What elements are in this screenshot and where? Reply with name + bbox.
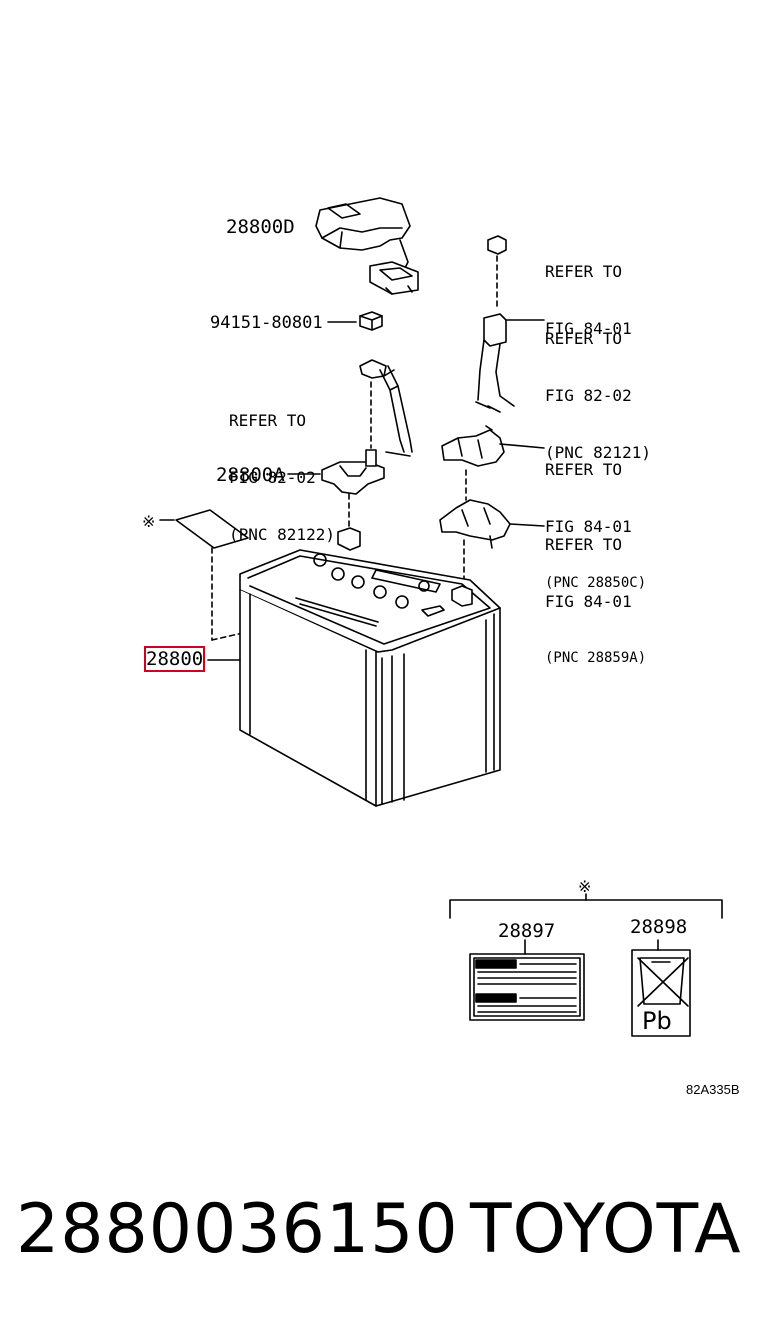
brand-name: TOYOTA — [470, 1190, 742, 1269]
label-28897[interactable]: 28897 — [498, 920, 556, 942]
negative-cable-drawing — [359, 359, 413, 457]
label-28800a[interactable]: 28800A — [216, 464, 285, 486]
drawing-code: 82A335B — [686, 1082, 740, 1097]
battery-cover-drawing — [315, 197, 419, 295]
label-28898[interactable]: 28898 — [630, 916, 688, 938]
positive-cable-drawing — [475, 235, 545, 413]
refer-to-fig-84-01-pnc-28859a[interactable]: REFER TO FIG 84-01 (PNC 28859A) — [545, 497, 646, 687]
terminal-clamp-drawing — [287, 449, 385, 495]
terminal-28859a-drawing — [439, 499, 545, 549]
refer-to-fig-84-01-pnc-28850c[interactable]: REFER TO FIG 84-01 (PNC 28850C) — [545, 422, 646, 612]
label-group-bracket — [449, 893, 723, 919]
sticker-pb-symbol: Pb — [642, 1007, 672, 1035]
label-28898-drawing — [631, 939, 691, 1037]
ref-line2: FIG 84-01 — [545, 592, 632, 611]
ref-line3: (PNC 82121) — [545, 443, 651, 462]
ref-line2: FIG 82-02 — [545, 386, 632, 405]
ref-line3: (PNC 82122) — [229, 525, 335, 544]
ref-line2: FIG 84-01 — [545, 517, 632, 536]
nut-drawing — [327, 311, 383, 331]
ref-line1: REFER TO — [545, 460, 623, 479]
note-marker-left: ※ — [142, 512, 156, 531]
ref-line1: REFER TO — [545, 329, 623, 348]
ref-line3: (PNC 28850C) — [545, 575, 647, 591]
ref-line2: FIG 82-02 — [229, 468, 316, 487]
refer-to-fig-82-02-pnc-82122[interactable]: REFER TO FIG 82-02 (PNC 82122) — [229, 373, 335, 563]
part-number: 2880036150 — [16, 1190, 459, 1269]
refer-to-fig-84-01-top[interactable]: REFER TO FIG 84-01 — [545, 224, 632, 357]
refer-to-fig-82-02-pnc-82121[interactable]: REFER TO FIG 82-02 (PNC 82121) — [545, 291, 651, 481]
ref-line1: REFER TO — [545, 262, 623, 281]
label-28800d[interactable]: 28800D — [226, 216, 295, 238]
label-28800-highlighted[interactable]: 28800 — [143, 646, 206, 672]
note-marker-group: ※ — [578, 877, 592, 896]
ref-line2: FIG 84-01 — [545, 319, 632, 338]
terminal-28850c-drawing — [441, 425, 545, 467]
ref-line1: REFER TO — [229, 411, 307, 430]
ref-line3: (PNC 28859A) — [545, 650, 647, 666]
label-94151-80801[interactable]: 94151-80801 — [210, 313, 323, 333]
label-28897-drawing — [469, 939, 585, 1021]
battery-drawing — [207, 527, 501, 807]
ref-line1: REFER TO — [545, 535, 623, 554]
